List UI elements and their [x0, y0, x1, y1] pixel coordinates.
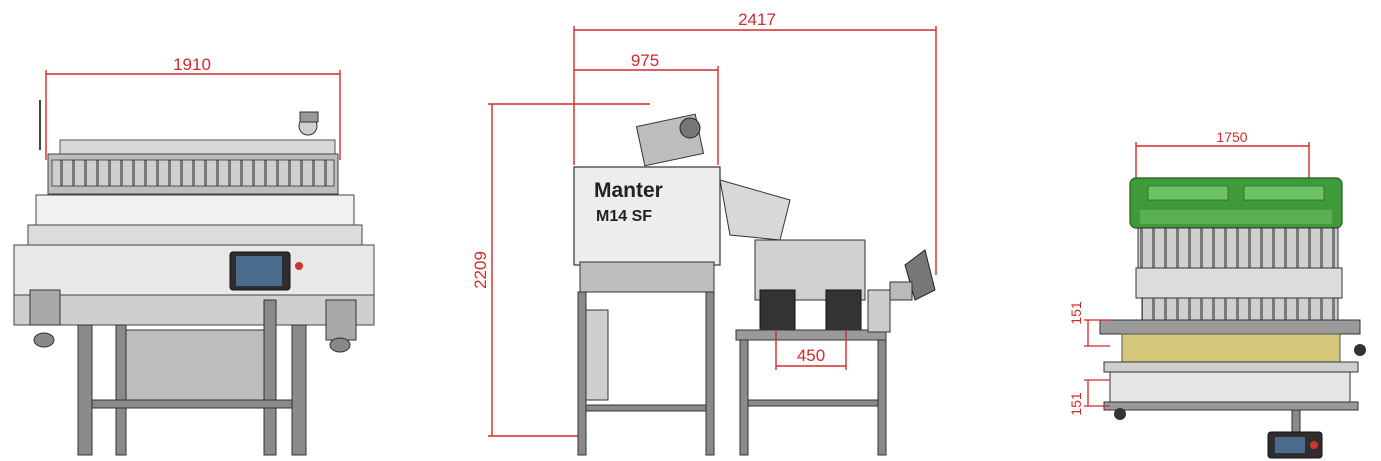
- side-height-dimension: [488, 103, 650, 437]
- side-bagging-unit: [735, 239, 936, 341]
- side-brand-text: Manter: [594, 179, 663, 202]
- front-width-dimension: [45, 70, 341, 160]
- side-platform-label: 450: [797, 346, 825, 365]
- side-length-label: 2417: [738, 10, 776, 29]
- rear-upper-offset-dimension: [1084, 319, 1110, 347]
- side-height-label: 2209: [471, 251, 490, 289]
- rear-lower-offset-dimension: [1084, 379, 1110, 407]
- side-head-frame: [577, 291, 715, 456]
- side-head-unit: Manter M14 SF: [573, 113, 721, 293]
- rear-lower-offset-label: 151: [1068, 392, 1084, 416]
- rear-green-hopper: [1129, 177, 1343, 229]
- rear-width-label: 1750: [1216, 129, 1247, 145]
- side-head-length-label: 975: [631, 51, 659, 70]
- front-main-body: [13, 194, 375, 353]
- front-touchscreen: [236, 256, 282, 286]
- front-stop-button: [295, 262, 303, 270]
- front-view: 1910: [13, 55, 375, 456]
- side-model-text: M14 SF: [596, 208, 652, 225]
- side-bagging-frame: [739, 339, 887, 456]
- rear-control-box: [1267, 409, 1323, 459]
- front-frame-legs: [77, 299, 307, 456]
- rear-upper-offset-label: 151: [1068, 301, 1084, 325]
- side-platform-dimension: [775, 330, 847, 370]
- side-length-dimension: [573, 26, 937, 275]
- rear-collection-tray: [1099, 319, 1366, 420]
- rear-view: 1750: [1068, 129, 1366, 459]
- side-view: 2417 975 2209 Manter M14 SF: [471, 10, 937, 456]
- front-hopper-rail: [39, 100, 339, 195]
- rear-width-dimension: [1135, 142, 1310, 180]
- rear-feeder-section: [1135, 227, 1343, 329]
- side-chute: [719, 179, 791, 241]
- side-head-dimension: [574, 66, 719, 165]
- front-width-label: 1910: [173, 55, 211, 74]
